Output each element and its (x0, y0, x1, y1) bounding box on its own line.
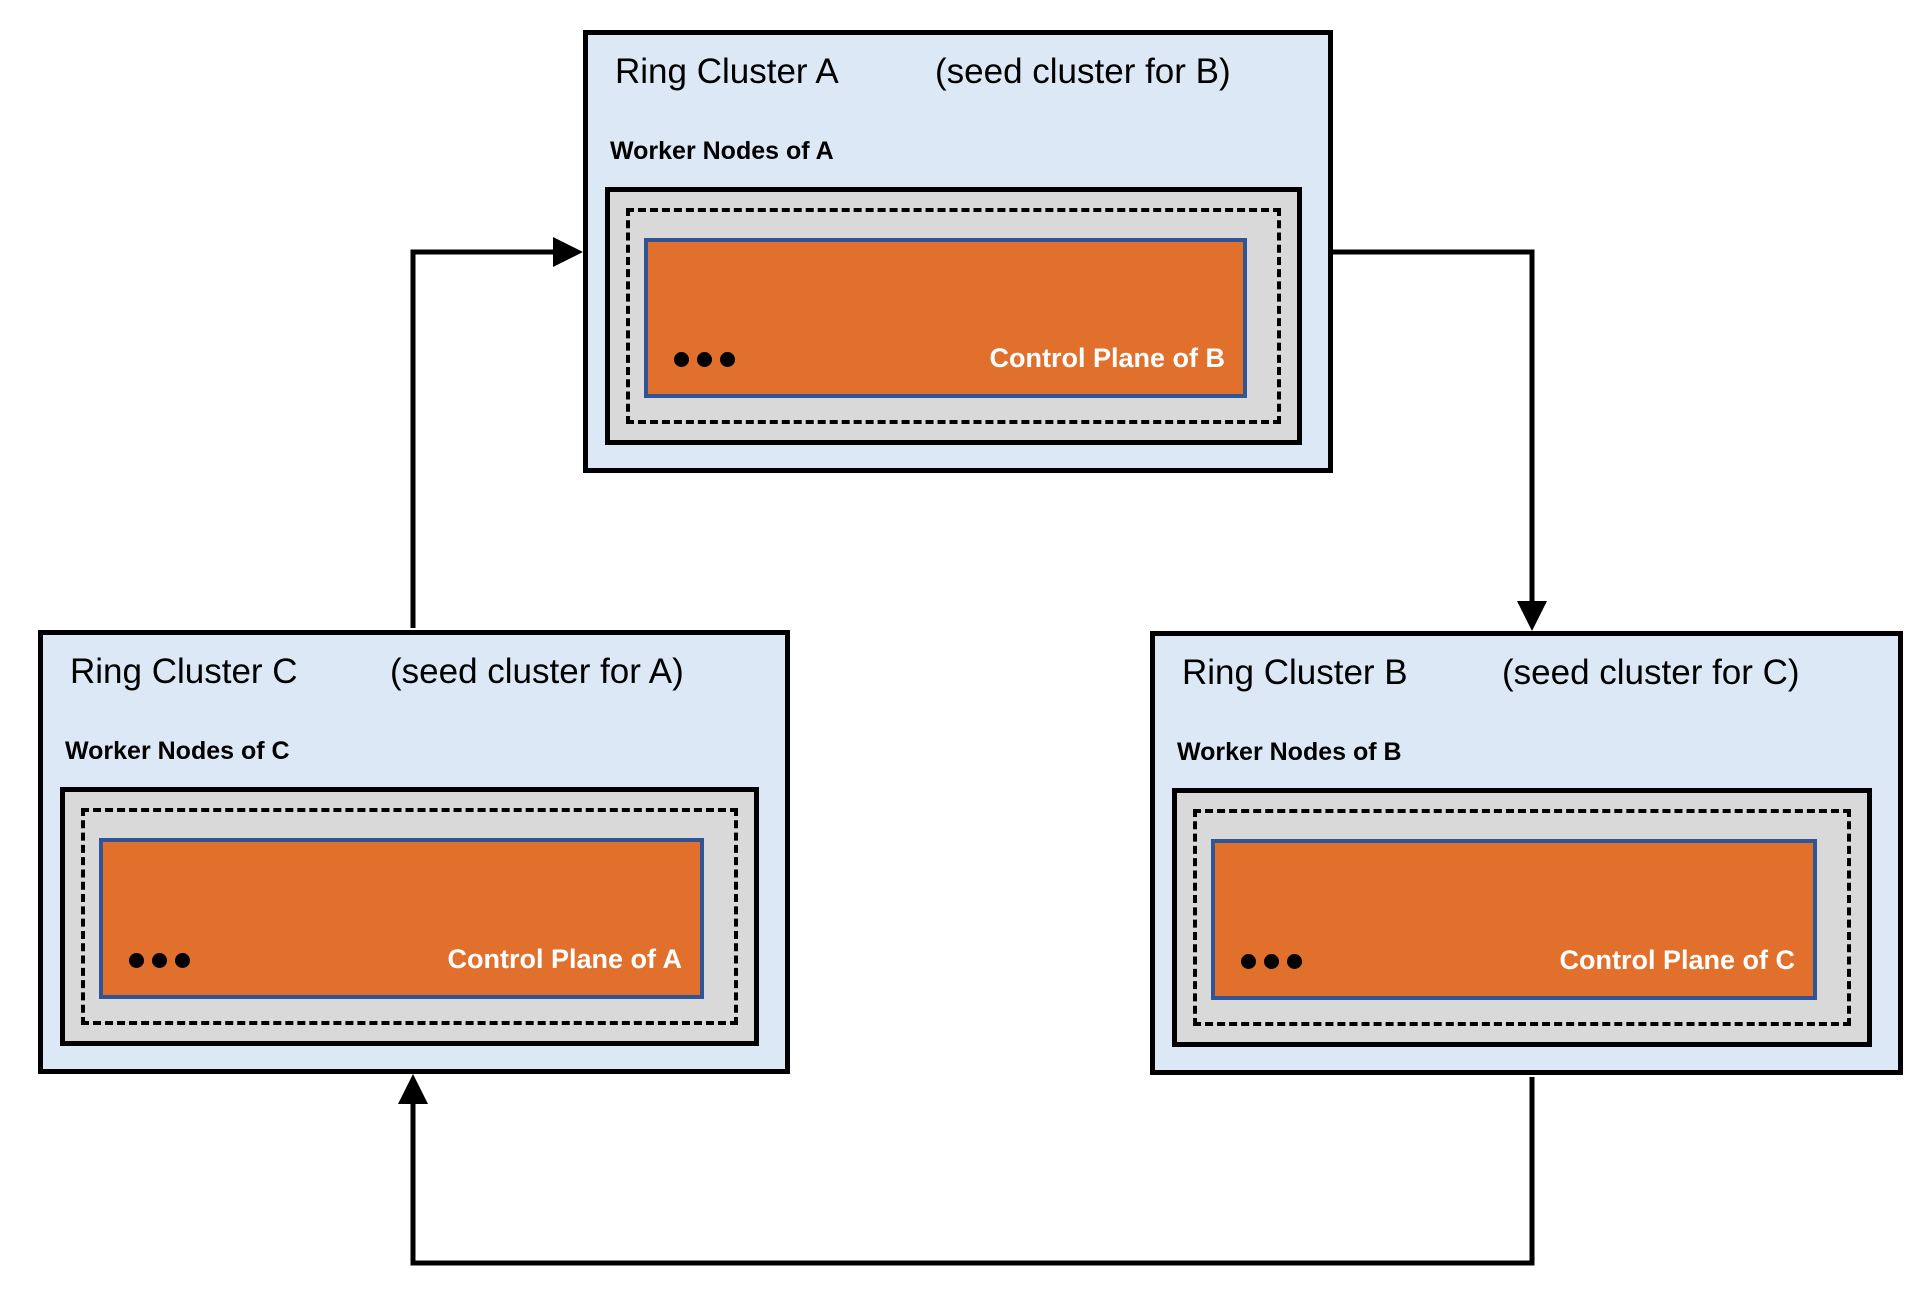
cluster-c-ellipsis-dots (129, 953, 190, 968)
cluster-a-control-plane-box: Control Plane of B (644, 238, 1247, 398)
arrow-c-to-a (410, 237, 583, 628)
cluster-a-title: Ring Cluster A (seed cluster for B) (615, 47, 1316, 97)
cluster-a-worker-nodes-box: Control Plane of B (605, 187, 1302, 445)
cluster-b-worker-nodes-box: Control Plane of C (1172, 788, 1872, 1047)
cluster-c-title: Ring Cluster C (seed cluster for A) (70, 647, 773, 697)
cluster-b-ellipsis-dots (1241, 954, 1302, 969)
cluster-b-control-plane-label: Control Plane of C (1559, 945, 1796, 975)
cluster-b: Ring Cluster B (seed cluster for C) Work… (1150, 631, 1903, 1075)
cluster-a-name: Ring Cluster A (615, 52, 839, 91)
arrow-b-to-c (398, 1074, 1535, 1266)
cluster-a-dashed-border: Control Plane of B (626, 208, 1281, 424)
cluster-c-control-plane-label: Control Plane of A (447, 944, 683, 974)
cluster-c-seed-note: (seed cluster for A) (390, 652, 684, 691)
cluster-b-control-plane-box: Control Plane of C (1211, 839, 1817, 1000)
cluster-a-ellipsis-dots (674, 352, 735, 367)
cluster-b-name: Ring Cluster B (1182, 653, 1408, 692)
cluster-a-control-plane-label: Control Plane of B (989, 343, 1226, 373)
cluster-a-seed-note: (seed cluster for B) (935, 52, 1231, 91)
cluster-a-worker-nodes-label: Worker Nodes of A (610, 137, 834, 165)
cluster-c-worker-nodes-box: Control Plane of A (60, 787, 759, 1046)
cluster-b-worker-nodes-label: Worker Nodes of B (1177, 738, 1402, 766)
cluster-c: Ring Cluster C (seed cluster for A) Work… (38, 630, 790, 1074)
cluster-c-dashed-border: Control Plane of A (81, 808, 738, 1025)
cluster-a: Ring Cluster A (seed cluster for B) Work… (583, 30, 1333, 473)
cluster-b-seed-note: (seed cluster for C) (1502, 653, 1800, 692)
cluster-b-title: Ring Cluster B (seed cluster for C) (1182, 648, 1886, 698)
cluster-b-dashed-border: Control Plane of C (1193, 809, 1851, 1026)
cluster-c-worker-nodes-label: Worker Nodes of C (65, 737, 290, 765)
cluster-c-name: Ring Cluster C (70, 652, 298, 691)
cluster-c-control-plane-box: Control Plane of A (99, 838, 704, 999)
arrow-a-to-b (1333, 249, 1547, 631)
